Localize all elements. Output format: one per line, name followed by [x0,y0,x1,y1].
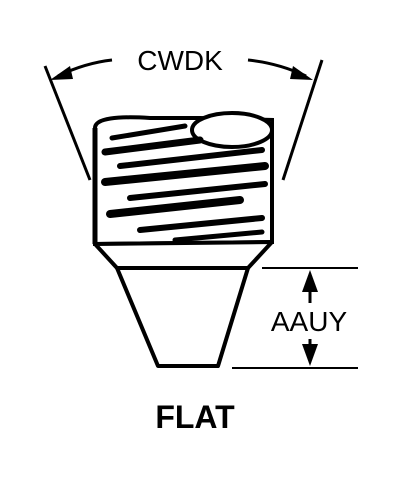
angle-dimension-label: CWDK [137,45,223,76]
height-label-background [262,303,356,339]
height-arrowhead-top [302,270,318,292]
angle-dimension: CWDK [43,45,324,181]
point-style-caption: FLAT [155,399,235,435]
height-dimension-label: AAUY [271,306,348,337]
height-arrowhead-bottom [302,344,318,366]
socket-top-ellipse [190,111,274,149]
right-extension-line [281,59,324,181]
thread-lines [101,123,269,243]
threaded-body [92,111,274,247]
left-extension-line [43,65,92,181]
tapered-point [115,266,250,368]
chamfer-ring [93,240,274,270]
right-arc-arrowhead [290,66,313,80]
left-arc-arrowhead [50,66,73,80]
height-dimension: AAUY [232,267,358,369]
flat-point [93,240,274,368]
